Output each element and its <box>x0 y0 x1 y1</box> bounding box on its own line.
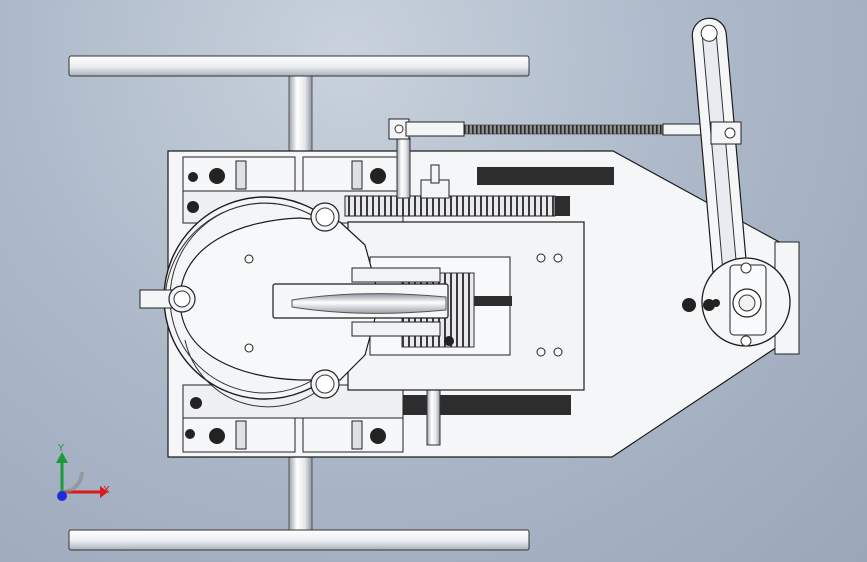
axis-x-label: X <box>103 485 110 496</box>
yoke-screw <box>244 254 254 264</box>
cable-clamp[interactable] <box>388 118 465 140</box>
axis-y-label: Y <box>58 443 65 454</box>
rod-lower[interactable] <box>426 384 441 446</box>
coordinate-triad-icon <box>56 452 108 501</box>
slotted-lever[interactable] <box>691 17 753 337</box>
pivot-pin-bottom[interactable] <box>310 369 340 399</box>
bearing-block-bottom[interactable] <box>182 384 404 453</box>
rod-guide-bottom <box>351 321 441 337</box>
base-hole-2 <box>703 299 715 311</box>
rack-gear[interactable] <box>344 195 556 217</box>
pivot-pin-left[interactable] <box>139 285 196 313</box>
pivot-pin-top[interactable] <box>310 202 340 232</box>
rod-upper[interactable] <box>396 137 411 199</box>
rod-guide-top <box>351 267 441 283</box>
pin-post <box>430 164 440 184</box>
yoke-screw-lower <box>244 343 254 353</box>
wheel-top[interactable] <box>68 55 530 77</box>
rod-bore <box>291 293 447 314</box>
tension-spring[interactable] <box>462 124 664 135</box>
drive-hub[interactable] <box>701 241 800 355</box>
base-hole <box>682 298 696 312</box>
base-slot <box>477 167 614 185</box>
lever-pivot-block[interactable] <box>710 121 742 145</box>
slide-channel-dark <box>470 296 512 306</box>
housing-screws <box>536 253 563 357</box>
wheel-bottom[interactable] <box>68 529 530 551</box>
